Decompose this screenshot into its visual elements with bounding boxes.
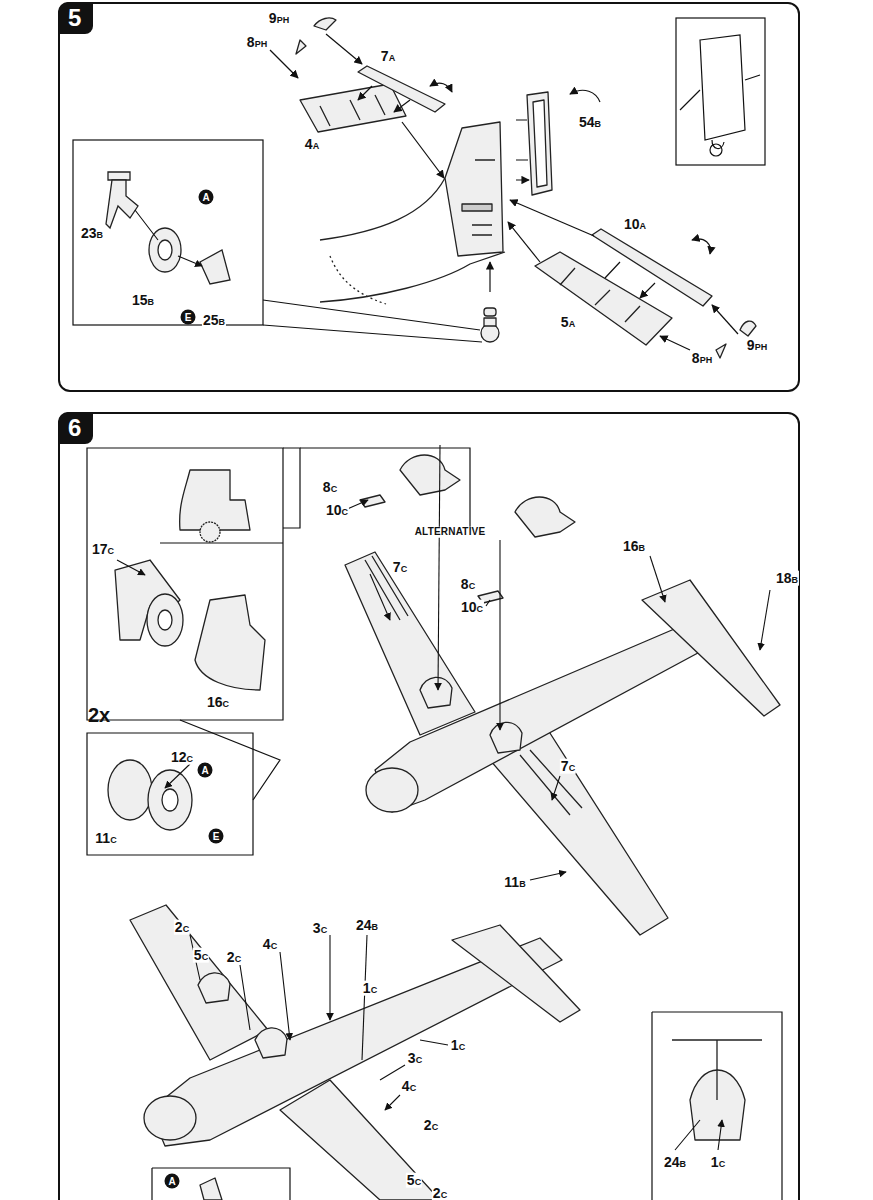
part-number: 2C	[174, 920, 190, 935]
part-number: 3C	[312, 921, 328, 936]
part-number: 10C	[460, 600, 484, 615]
part-number: 24B	[355, 918, 379, 933]
part-number: 1C	[710, 1155, 726, 1170]
part-number: 7C	[392, 560, 408, 575]
part-number: 2C	[423, 1118, 439, 1133]
part-number: 11C	[94, 831, 117, 846]
part-number: 3C	[407, 1051, 423, 1066]
part-number: 54B	[578, 115, 602, 130]
circled-letter: A	[199, 190, 214, 205]
part-number: 9PH	[746, 338, 768, 353]
part-number: 9PH	[268, 11, 290, 26]
part-number: 4A	[304, 137, 320, 152]
part-number: 7C	[560, 759, 576, 774]
part-number: 5A	[560, 315, 576, 330]
part-number: 2C	[226, 950, 242, 965]
part-number: 2C	[432, 1186, 448, 1200]
part-number: 1C	[450, 1038, 466, 1053]
part-number: 5C	[193, 948, 209, 963]
part-number: 8C	[460, 577, 476, 592]
part-number: 11B	[503, 875, 526, 890]
part-number: 23B	[80, 226, 104, 241]
part-number: 24B	[663, 1155, 687, 1170]
part-number: 5C	[406, 1173, 422, 1188]
part-number: 16B	[622, 539, 646, 554]
step-number: 5	[58, 2, 93, 34]
part-number: 25B	[202, 313, 226, 328]
step-number: 6	[58, 412, 93, 444]
part-number: 4C	[262, 937, 278, 952]
note-text: ALTERNATIVE	[414, 527, 487, 538]
part-number: 8PH	[246, 35, 268, 50]
circled-letter: E	[209, 829, 224, 844]
circled-letter: A	[165, 1174, 180, 1189]
part-number: 8PH	[691, 351, 713, 366]
part-number: 7A	[380, 49, 396, 64]
part-number: 18B	[775, 571, 799, 586]
part-number: 10A	[623, 217, 647, 232]
circled-letter: A	[198, 763, 213, 778]
part-number: 4C	[401, 1079, 417, 1094]
quantity-mark: 2x	[87, 705, 111, 726]
step-panel: 5	[58, 2, 800, 392]
part-number: 1C	[362, 981, 378, 996]
part-number: 10C	[325, 503, 349, 518]
part-number: 16C	[206, 695, 230, 710]
part-number: 12C	[170, 750, 194, 765]
part-number: 17C	[91, 542, 115, 557]
circled-letter: E	[181, 310, 196, 325]
part-number: 8C	[322, 480, 338, 495]
part-number: 15B	[131, 293, 155, 308]
